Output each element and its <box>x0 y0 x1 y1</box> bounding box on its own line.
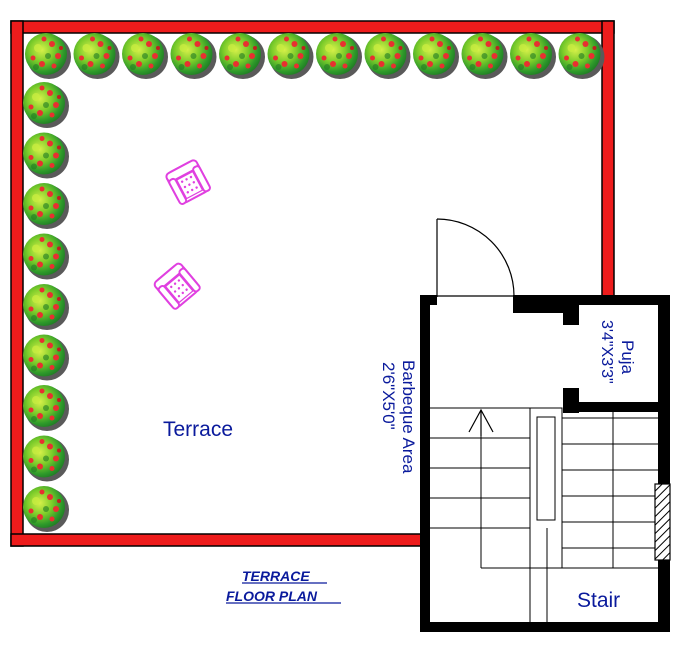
stair-label: Stair <box>577 589 620 612</box>
plants-left-column <box>23 82 69 532</box>
puja-size: 3'4"X3'3" <box>598 320 615 384</box>
plan-title-line2: FLOOR PLAN <box>226 588 318 604</box>
plant-icon <box>23 435 69 482</box>
plant-icon <box>23 183 69 229</box>
plan-title-line1: TERRACE <box>242 568 310 584</box>
plant-icon <box>23 132 69 179</box>
plant-icon <box>23 284 69 330</box>
plants-top-row <box>25 33 605 79</box>
plant-icon <box>219 33 265 79</box>
plant-icon <box>170 33 217 79</box>
plant-icon <box>364 33 411 79</box>
plant-icon <box>23 385 69 431</box>
plant-icon <box>510 33 556 79</box>
plant-icon <box>413 33 459 79</box>
plant-icon <box>267 33 314 79</box>
chair-icon <box>164 158 212 206</box>
plant-icon <box>122 33 168 79</box>
plant-icon <box>25 33 71 79</box>
plant-icon <box>558 33 605 79</box>
chair-icon <box>152 261 202 311</box>
plant-icon <box>23 334 69 381</box>
plant-icon <box>73 33 120 79</box>
plant-icon <box>316 33 362 79</box>
barbeque-area-label: Barbeque Area <box>399 360 418 474</box>
parapet-wall <box>10 20 615 547</box>
terrace-label: Terrace <box>163 418 233 441</box>
barbeque-area-size: 2'6"X5'0" <box>379 362 398 430</box>
plant-icon <box>23 82 69 128</box>
plant-icon <box>461 33 508 79</box>
plant-icon <box>23 486 69 532</box>
plant-icon <box>23 233 69 280</box>
puja-label: Puja <box>618 340 637 375</box>
arrow-up-icon <box>468 408 494 436</box>
stair-treads <box>430 407 658 622</box>
door-swing-icon <box>436 218 515 297</box>
hatched-window <box>654 483 671 561</box>
